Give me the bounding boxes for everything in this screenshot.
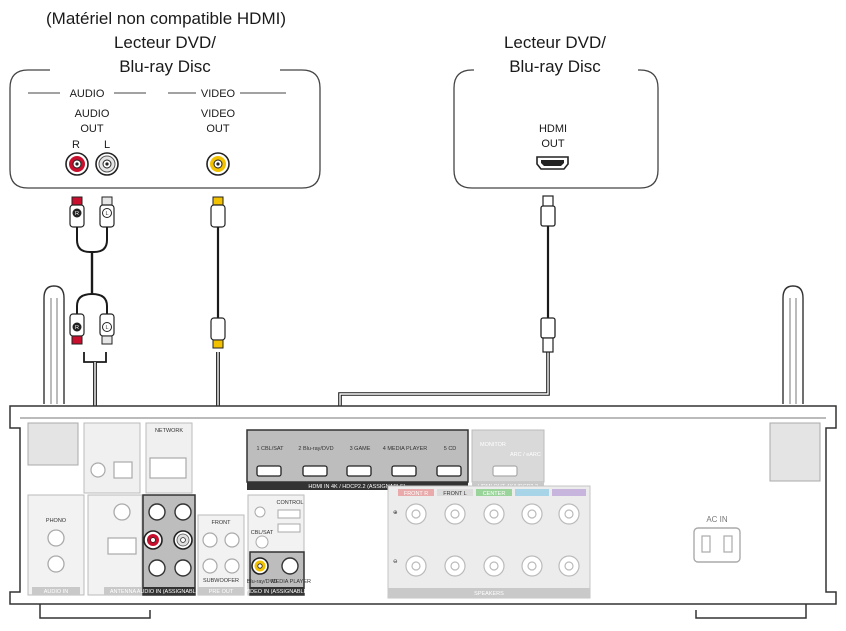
center-label: CENTER: [483, 491, 506, 497]
front-label: FRONT: [212, 520, 232, 526]
audio-out-r-jack[interactable]: [65, 152, 89, 176]
video-in-assignable-block: VIDEO IN (ASSIGNABLE) Blu-ray/DVD MEDIA …: [245, 551, 311, 596]
subwoofer-label: SUBWOOFER: [203, 578, 239, 584]
front-l-label: FRONT L: [443, 491, 466, 497]
hdmi-in-5-port[interactable]: [436, 465, 462, 477]
control-label: CONTROL: [277, 500, 304, 506]
right-player-caption-line2: Blu-ray Disc: [509, 57, 601, 76]
hdmi-in-4-port[interactable]: [391, 465, 417, 477]
ac-in-label: AC IN: [706, 515, 728, 524]
hdmi-in-2-port[interactable]: [302, 465, 328, 477]
svg-text:VIDEO IN (ASSIGNABLE): VIDEO IN (ASSIGNABLE): [245, 589, 309, 595]
audio-out-l-jack[interactable]: [95, 152, 119, 176]
plug-top-white-mark: L: [105, 211, 108, 217]
plug-bottom-red-mark: R: [75, 325, 79, 331]
monitor-label: MONITOR: [480, 442, 506, 448]
right-player-caption-line1: Lecteur DVD/: [504, 33, 606, 52]
audio-group-label: AUDIO: [70, 88, 105, 100]
hdmi-input-3-label: 3 GAME: [350, 446, 371, 452]
speakers-label: SPEAKERS: [474, 591, 504, 597]
left-player-caption-line2: Blu-ray Disc: [119, 57, 211, 76]
bluray-dvd-label: Blu-ray/DVD: [247, 579, 278, 585]
audio-in-l-jack[interactable]: [173, 530, 193, 550]
hdmi-input-2-label: 2 Blu-ray/DVD: [298, 446, 333, 452]
audio-in-assignable-block: AUDIO IN (ASSIGNABLE): [137, 494, 202, 596]
right-channel-label: R: [72, 139, 80, 151]
speakers-block: FRONT R FRONT L CENTER ⊕ ⊖ SPEAKERS: [387, 485, 591, 599]
plug-top-red-mark: R: [75, 211, 79, 217]
video-out-jack[interactable]: [206, 152, 230, 176]
video-out-label-line2: OUT: [206, 123, 230, 135]
hdmi-in-3-port[interactable]: [346, 465, 372, 477]
hdmi-out-port[interactable]: [536, 156, 569, 170]
svg-text:AUDIO IN (ASSIGNABLE): AUDIO IN (ASSIGNABLE): [137, 589, 202, 595]
left-wifi-antenna: [43, 285, 65, 404]
audio-in-label: AUDIO IN: [44, 589, 68, 595]
hdmi-out-label-line1: HDMI: [539, 123, 567, 135]
right-wifi-antenna: [782, 285, 804, 404]
svg-text:⊖: ⊖: [393, 559, 398, 565]
audio-in-r-jack[interactable]: [143, 530, 163, 550]
phono-label: PHONO: [46, 518, 67, 524]
left-player-caption-line1: Lecteur DVD/: [114, 33, 216, 52]
hdmi-in-band-label: HDMI IN 4K / HDCP2.2 (ASSIGNABLE): [308, 484, 405, 490]
hdmi-input-1-label: 1 CBL/SAT: [256, 446, 284, 452]
hdmi-in-panel: HDMI IN 4K / HDCP2.2 (ASSIGNABLE) 1 CBL/…: [246, 429, 469, 490]
media-player-label: MEDIA PLAYER: [271, 579, 311, 585]
hdmi-input-4-label: 4 MEDIA PLAYER: [383, 446, 428, 452]
video-in-bluray-dvd-jack[interactable]: [251, 557, 269, 575]
right-player-outline: [453, 69, 659, 189]
cbl-sat-label: CBL/SAT: [251, 530, 274, 536]
non-hdmi-note: (Matériel non compatible HDMI): [46, 9, 286, 28]
network-label: NETWORK: [155, 428, 183, 434]
plug-bottom-white-mark: L: [105, 325, 108, 331]
video-out-label-line1: VIDEO: [201, 108, 236, 120]
pre-out-label: PRE OUT: [209, 589, 234, 595]
hdmi-input-5-label: 5 CD: [444, 446, 457, 452]
hdmi-in-1-port[interactable]: [256, 465, 282, 477]
left-channel-label: L: [104, 139, 110, 151]
hdmi-out-label-line2: OUT: [541, 138, 565, 150]
svg-text:⊕: ⊕: [393, 510, 398, 516]
arc-label: ARC / eARC: [510, 452, 541, 458]
speaker-terminals: [405, 503, 580, 577]
audio-out-label-line2: OUT: [80, 123, 104, 135]
ac-in-socket[interactable]: AC IN: [693, 515, 741, 563]
video-group-label: VIDEO: [201, 88, 236, 100]
front-r-label: FRONT R: [404, 491, 428, 497]
antenna-label: ANTENNA: [110, 589, 137, 595]
left-player-outline: [9, 69, 321, 189]
audio-out-label-line1: AUDIO: [75, 108, 110, 120]
